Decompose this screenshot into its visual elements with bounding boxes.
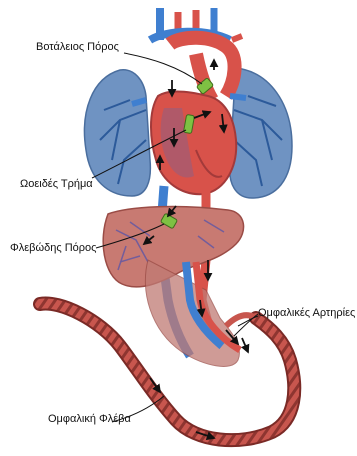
right-lung <box>230 68 292 198</box>
umbilical-arteries-label: Ομφαλικές Αρτηρίες <box>258 307 355 319</box>
lower-body <box>145 260 240 366</box>
foramen-ovale-label: Ωοειδές Τρήμα <box>20 178 93 190</box>
heart <box>151 91 236 194</box>
ductus-arteriosus-label: Βοτάλειος Πόρος <box>36 41 119 53</box>
ductus-venosus-label: Φλεβώδης Πόρος <box>10 242 96 254</box>
great-vessels <box>132 8 246 104</box>
umbilical-vein-label: Ομφαλική Φλέβα <box>48 413 131 425</box>
